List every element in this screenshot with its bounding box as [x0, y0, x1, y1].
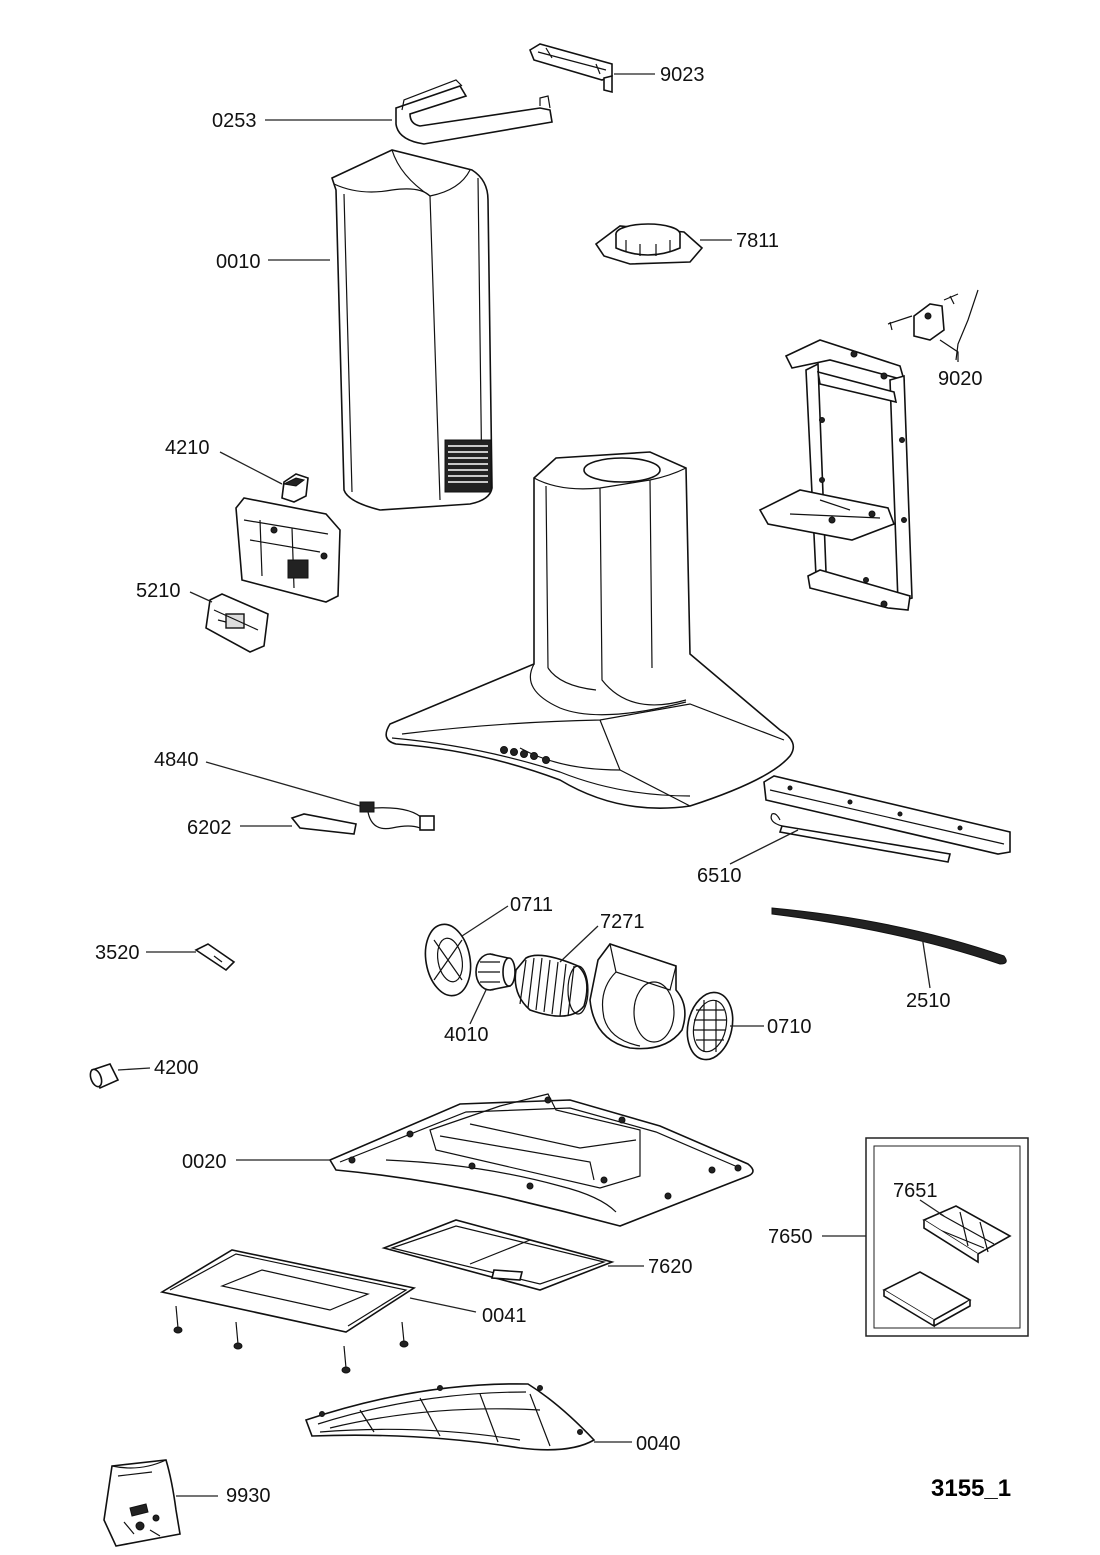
label-7271: 7271: [600, 911, 645, 933]
label-0010: 0010: [216, 251, 261, 273]
leader-4200: [117, 1067, 151, 1071]
part-4210-switch: [281, 473, 309, 503]
part-front-bar: [763, 775, 1011, 855]
label-6510: 6510: [697, 865, 742, 887]
part-9020-fixing-kit: [887, 289, 979, 362]
part-7651-carbon-filter: [922, 1205, 1012, 1264]
label-7650: 7650: [768, 1226, 813, 1248]
part-9930-accessory-bag: [103, 1459, 181, 1547]
leader-6510: [729, 829, 799, 865]
part-0041-glass-panel: [159, 1249, 417, 1333]
label-7620: 7620: [648, 1256, 693, 1278]
fixing-screws: [173, 1305, 409, 1374]
part-blower-housing: [589, 943, 686, 1050]
leader-5210: [189, 591, 213, 603]
label-0020: 0020: [182, 1151, 227, 1173]
part-internal-frame: [758, 339, 913, 611]
part-2510-seal: [771, 907, 1007, 965]
vent-grille: [444, 439, 492, 493]
label-4840: 4840: [154, 749, 199, 771]
label-4210: 4210: [165, 437, 210, 459]
part-7811-collar: [594, 223, 704, 265]
label-9023: 9023: [660, 64, 705, 86]
part-6510-light-strip: [770, 813, 951, 863]
label-9020: 9020: [938, 368, 983, 390]
part-4200-capacitor: [89, 1063, 120, 1090]
control-buttons: [500, 746, 550, 764]
label-4010: 4010: [444, 1024, 489, 1046]
part-0040-filter-frame: [304, 1383, 596, 1451]
part-5210-circuit-board: [205, 593, 269, 653]
label-7651: 7651: [893, 1180, 938, 1202]
part-7650-carbon-filter-kit: [865, 1137, 1029, 1337]
part-hood-body: [385, 451, 795, 809]
leader-7271: [559, 925, 599, 963]
part-3520-clip: [194, 943, 236, 972]
label-7811: 7811: [736, 230, 779, 252]
part-6202-button-strip: [290, 813, 357, 835]
part-0710-grille: [686, 991, 734, 1061]
label-4200: 4200: [154, 1057, 199, 1079]
leader-2510: [921, 935, 931, 989]
leader-4210: [219, 451, 283, 485]
part-7271-impeller: [514, 954, 589, 1017]
part-0010-chimney: [331, 149, 493, 511]
leader-4010: [469, 989, 487, 1025]
label-2510: 2510: [906, 990, 951, 1012]
part-0020-bottom-panel: [328, 1093, 754, 1227]
part-4840-wiring: [359, 801, 435, 831]
part-9023-bracket: [529, 43, 613, 94]
leader-4840: [205, 761, 361, 807]
label-3520: 3520: [95, 942, 140, 964]
leader-0041: [409, 1297, 477, 1313]
part-7620-filter: [381, 1219, 615, 1291]
part-0253-frame: [395, 79, 553, 145]
label-9930: 9930: [226, 1485, 271, 1507]
label-0710: 0710: [767, 1016, 812, 1038]
label-5210: 5210: [136, 580, 181, 602]
leader-7651: [919, 1199, 945, 1217]
part-control-housing: [235, 497, 341, 603]
label-0711: 0711: [510, 894, 553, 916]
label-0253: 0253: [212, 110, 257, 132]
label-0041: 0041: [482, 1305, 527, 1327]
leader-0711: [461, 905, 509, 937]
diagram-reference: 3155_1: [931, 1475, 1011, 1502]
part-0711-motor-plate: [424, 923, 472, 997]
part-4010-motor: [475, 953, 516, 991]
label-0040: 0040: [636, 1433, 681, 1455]
label-6202: 6202: [187, 817, 232, 839]
